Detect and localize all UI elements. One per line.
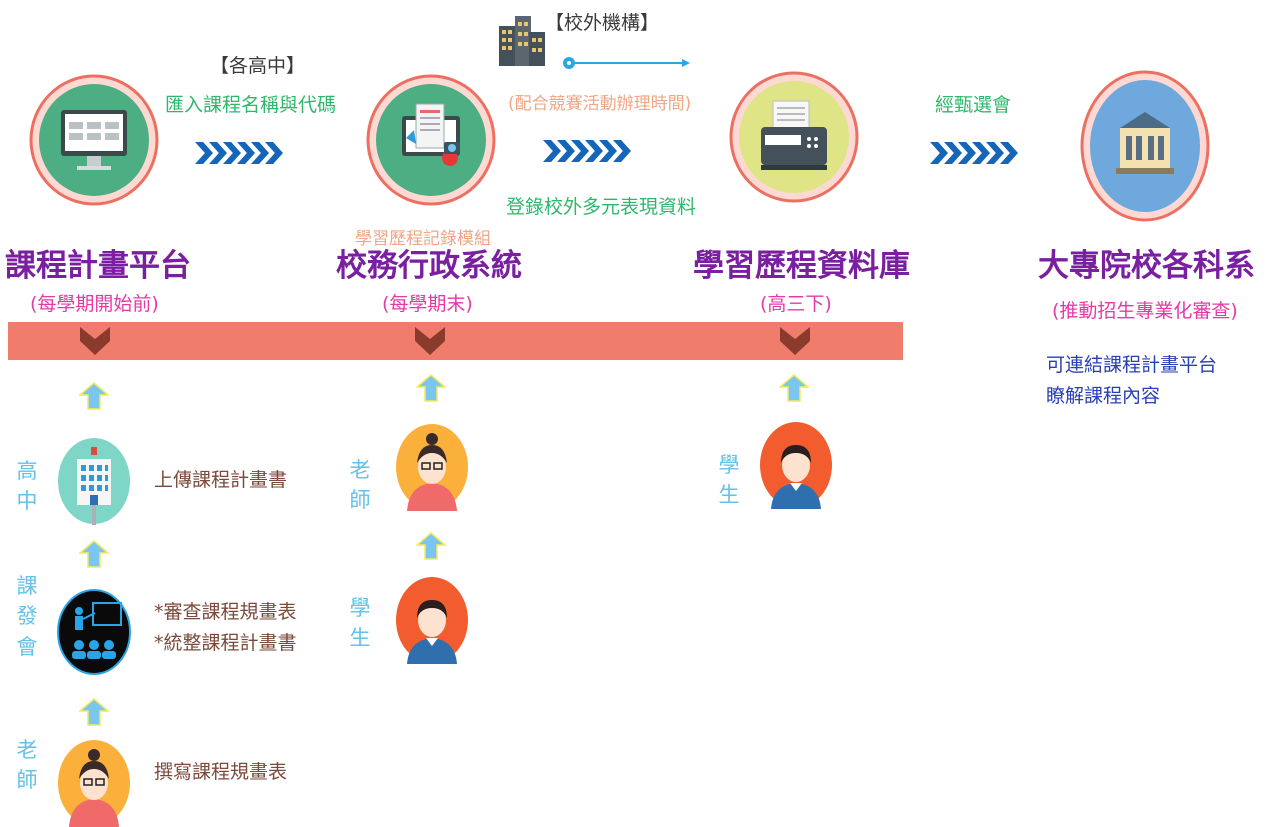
action-upload: 上傳課程計畫書 <box>154 469 288 491</box>
flow1-label: 匯入課程名稱與代碼 <box>165 94 337 116</box>
stage-title-database: 學習歷程資料庫 <box>693 248 910 284</box>
up-arrow-icon <box>79 698 109 726</box>
document-desk-icon <box>402 103 460 166</box>
flow1-chevrons <box>195 142 283 164</box>
database-circle <box>729 71 859 203</box>
flow1-bracket: 【各高中】 <box>210 55 306 77</box>
platform-circle <box>29 74 159 206</box>
action-write: 撰寫課程規畫表 <box>154 761 288 783</box>
flow3-chevrons <box>930 142 1018 164</box>
role-high-school: 高中 <box>16 459 38 514</box>
admin-system-circle <box>366 74 496 206</box>
university-building-icon <box>1116 112 1174 174</box>
up-arrow-icon <box>416 532 446 560</box>
stage-period-university: (推動招生專業化審查) <box>1052 300 1238 322</box>
university-circle <box>1080 70 1210 222</box>
flow2-label: (配合競賽活動辦理時間) <box>508 94 692 114</box>
student-avatar-icon <box>759 421 833 509</box>
stage-period-admin: (每學期末) <box>382 293 473 315</box>
timeline-arrow <box>562 54 692 72</box>
role-teacher-left: 老師 <box>16 738 38 793</box>
flow2-chevrons <box>543 140 631 162</box>
up-arrow-icon <box>779 374 809 402</box>
role-teacher-middle: 老師 <box>349 458 371 513</box>
band-marker-3-icon <box>780 327 810 355</box>
up-arrow-icon <box>416 374 446 402</box>
band-marker-1-icon <box>80 327 110 355</box>
timeline-band <box>8 322 903 360</box>
role-student-middle: 學生 <box>349 596 371 651</box>
presentation-icon <box>57 589 131 675</box>
stage-title-university: 大專院校各科系 <box>1038 248 1255 284</box>
fax-machine-icon <box>761 100 827 170</box>
role-curriculum-committee: 課發會 <box>16 574 38 659</box>
university-note-line2: 瞭解課程內容 <box>1046 385 1161 407</box>
action-review: *審查課程規畫表 <box>154 601 297 623</box>
role-student-right: 學生 <box>718 453 740 508</box>
module-label: 學習歷程記錄模組 <box>355 229 491 249</box>
stage-title-admin: 校務行政系統 <box>336 248 522 284</box>
stage-title-platform: 課程計畫平台 <box>5 248 191 284</box>
student-avatar-icon <box>395 576 469 664</box>
building-icon <box>497 14 547 68</box>
flow3-label: 經甄選會 <box>935 94 1012 116</box>
band-marker-2-icon <box>415 327 445 355</box>
flow2-bracket: 【校外機構】 <box>545 12 660 34</box>
school-building-icon <box>57 437 131 525</box>
stage-period-platform: (每學期開始前) <box>30 293 159 315</box>
teacher-avatar-icon <box>395 423 469 511</box>
up-arrow-icon <box>79 382 109 410</box>
stage-period-database: (高三下) <box>760 293 832 315</box>
flow2-below-label: 登錄校外多元表現資料 <box>506 196 697 218</box>
up-arrow-icon <box>79 540 109 568</box>
university-note-line1: 可連結課程計畫平台 <box>1046 354 1218 376</box>
computer-icon <box>61 110 127 170</box>
action-integrate: *統整課程計畫書 <box>154 632 297 654</box>
teacher-avatar-icon <box>57 739 131 827</box>
